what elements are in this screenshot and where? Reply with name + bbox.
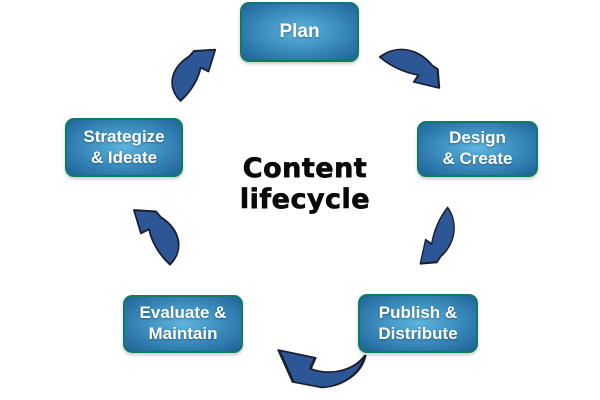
node-strategize-ideate: Strategize & Ideate: [65, 118, 183, 177]
node-design-create: Design & Create: [417, 121, 538, 177]
curved-arrow-strategize-to-plan-icon: [171, 48, 217, 102]
node-plan-label: Plan: [279, 21, 320, 43]
curved-arrow-publish-to-evaluate-icon: [277, 349, 367, 389]
node-strategize-ideate-label: Strategize: [83, 126, 165, 146]
arrow-shape: [277, 349, 367, 389]
node-publish-distribute: Publish & Distribute: [358, 294, 478, 353]
diagram-title: Content lifecycle: [215, 153, 395, 216]
node-design-create-label: Design: [449, 128, 506, 148]
arrow-shape: [171, 48, 217, 102]
node-design-create-label-2: & Create: [442, 149, 513, 168]
arrow-shape: [133, 209, 180, 266]
node-publish-distribute-label-2: Distribute: [378, 323, 458, 343]
node-evaluate-maintain: Evaluate & Maintain: [123, 295, 243, 353]
curved-arrow-plan-to-design-icon: [378, 48, 441, 89]
diagram-title-line2: lifecycle: [239, 184, 371, 216]
node-evaluate-maintain-label-2: Maintain: [148, 324, 218, 343]
arrow-shape: [378, 48, 441, 89]
diagram-title-line1: Content: [242, 153, 368, 185]
node-strategize-ideate-label-2: & Ideate: [90, 147, 158, 167]
curved-arrow-evaluate-to-strategize-icon: [133, 209, 180, 266]
arrow-shape: [419, 206, 455, 265]
node-publish-distribute-label: Publish &: [378, 302, 458, 322]
curved-arrow-design-to-publish-icon: [419, 206, 455, 265]
node-plan: Plan: [240, 2, 359, 62]
node-evaluate-maintain-label: Evaluate &: [139, 303, 227, 323]
